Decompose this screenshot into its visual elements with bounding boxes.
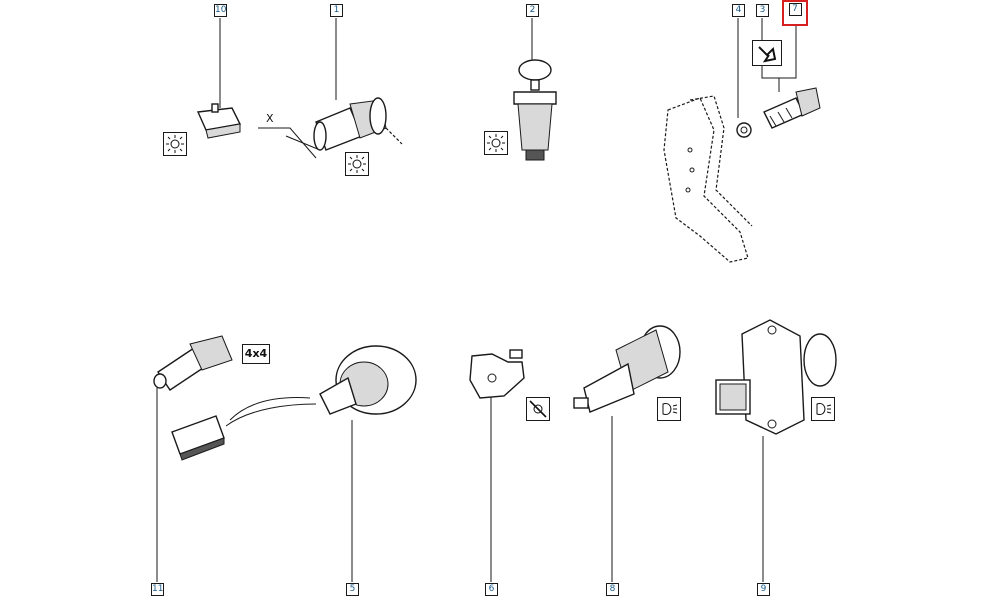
callout-9[interactable]: 9: [757, 583, 770, 596]
lamp-icon: [811, 397, 835, 421]
no-light-icon: [526, 397, 550, 421]
light-bulb-icon: [345, 152, 369, 176]
light-bulb-icon: [163, 132, 187, 156]
leader-lines: [156, 18, 797, 582]
tool-icon: [752, 40, 782, 66]
part-1-bulb-holder[interactable]: [258, 97, 403, 159]
part-6-bracket[interactable]: [469, 349, 525, 399]
callout-3[interactable]: 3: [756, 4, 769, 17]
callout-4[interactable]: 4: [732, 4, 745, 17]
callout-2[interactable]: 2: [526, 4, 539, 17]
callout-1[interactable]: 1: [330, 4, 343, 17]
part-10-switch[interactable]: [196, 103, 242, 139]
pedal-bracket: [663, 95, 753, 263]
part-2-plunger-switch[interactable]: [513, 59, 557, 161]
four-by-four-badge: 4x4: [242, 344, 270, 364]
callout-11[interactable]: 11: [151, 583, 164, 596]
x-mark: X: [266, 112, 274, 125]
callout-7-selected[interactable]: 7: [782, 0, 808, 26]
part-8-switch[interactable]: [573, 325, 681, 413]
part-5-socket[interactable]: [171, 345, 417, 461]
part-3-7-stop-switch[interactable]: [763, 87, 821, 129]
callout-7-label: 7: [788, 3, 802, 16]
part-11-sensor[interactable]: [153, 335, 233, 391]
callout-10[interactable]: 10: [214, 4, 227, 17]
callout-5[interactable]: 5: [346, 583, 359, 596]
part-9-connector[interactable]: [715, 319, 837, 435]
callout-8[interactable]: 8: [606, 583, 619, 596]
light-bulb-icon: [484, 131, 508, 155]
callout-6[interactable]: 6: [485, 583, 498, 596]
part-4-nut[interactable]: [736, 122, 752, 138]
lamp-icon: [657, 397, 681, 421]
